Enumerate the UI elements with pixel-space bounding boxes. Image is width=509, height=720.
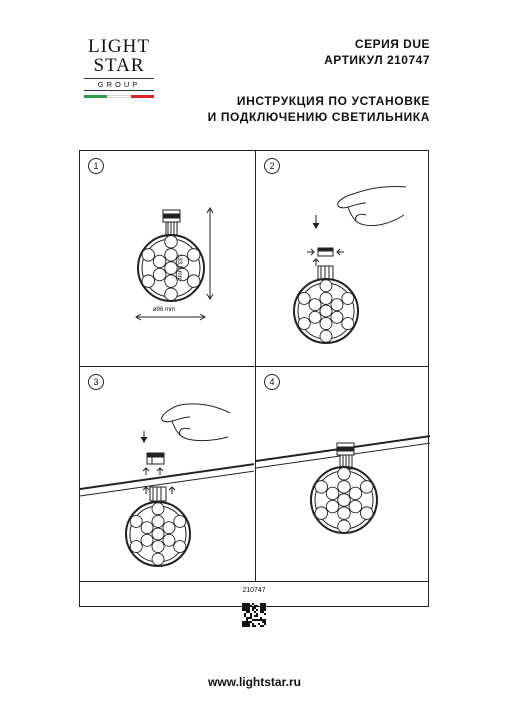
divider-horizontal-2	[80, 581, 428, 582]
lightstar-logo: LIGHT STAR GROUP	[84, 37, 154, 117]
document-title: ИНСТРУКЦИЯ ПО УСТАНОВКЕ И ПОДКЛЮЧЕНИЮ СВ…	[208, 93, 430, 125]
step-2-number: 2	[264, 158, 280, 174]
logo-line-light: LIGHT	[88, 36, 150, 57]
footer-article-number: 210747	[242, 587, 266, 594]
step-4-installed-drawing	[256, 435, 430, 534]
divider-horizontal-1	[80, 366, 428, 367]
step-3-number: 3	[88, 374, 104, 390]
product-header: СЕРИЯ DUE АРТИКУЛ 210747	[324, 36, 430, 68]
step-4-panel: 4	[256, 367, 430, 581]
qr-code	[242, 603, 266, 627]
height-dimension-label: 133,5 mm	[176, 254, 182, 281]
website-link[interactable]: www.lightstar.ru	[208, 675, 301, 689]
width-dimension-label: ø96 mm	[153, 307, 176, 313]
series-label: СЕРИЯ DUE	[354, 37, 430, 51]
step-3-panel: 3	[80, 367, 254, 581]
title-line-1: ИНСТРУКЦИЯ ПО УСТАНОВКЕ	[236, 94, 430, 108]
article-label: АРТИКУЛ 210747	[324, 53, 430, 67]
step-2-adapter-removal-drawing	[293, 186, 407, 344]
step-4-number: 4	[264, 374, 280, 390]
step-1-dimension-drawing	[135, 207, 214, 321]
step-1-panel: 1 133,5 mm ø96 mm	[80, 151, 254, 365]
instruction-frame: 1 133,5 mm ø96 mm 2	[79, 150, 430, 627]
italian-flag-stripe	[84, 95, 154, 98]
logo-line-group: GROUP	[84, 78, 154, 91]
title-line-2: И ПОДКЛЮЧЕНИЮ СВЕТИЛЬНИКА	[207, 110, 430, 124]
step-1-number: 1	[88, 158, 104, 174]
step-2-panel: 2	[256, 151, 430, 365]
step-3-track-install-drawing	[80, 403, 254, 567]
logo-line-star: STAR	[93, 55, 145, 76]
